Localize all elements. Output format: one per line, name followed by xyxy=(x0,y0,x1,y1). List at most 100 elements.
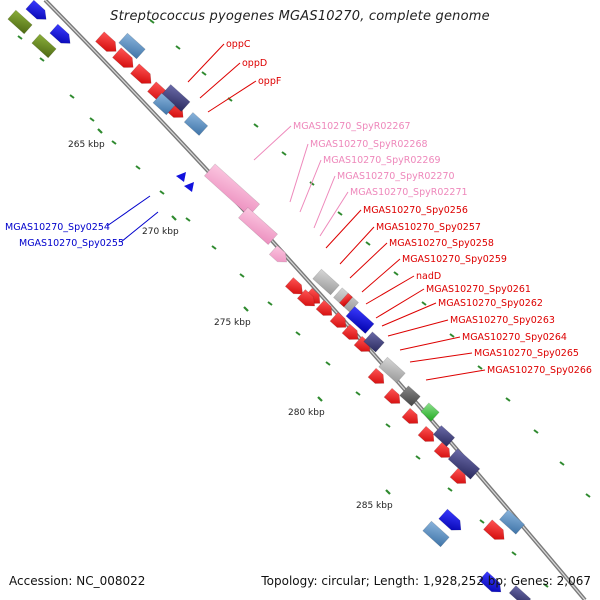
scale-tick xyxy=(447,487,453,492)
feature-red xyxy=(315,299,333,316)
feature-red xyxy=(433,441,451,458)
feature-navy xyxy=(432,425,456,447)
scale-tick xyxy=(175,45,181,50)
feature-blue xyxy=(176,172,186,182)
feature-red xyxy=(383,387,401,404)
scale-tick xyxy=(111,140,117,145)
gene-label: MGAS10270_SpyR02268 xyxy=(310,139,428,150)
scale-tick xyxy=(89,117,95,122)
gene-label: MGAS10270_Spy0259 xyxy=(402,254,507,265)
feature-red xyxy=(329,311,347,328)
gene-leader-line xyxy=(425,369,486,381)
scale-tick xyxy=(511,551,517,556)
gene-leader-line xyxy=(253,125,292,161)
feature-blue xyxy=(345,306,375,334)
gene-label: MGAS10270_Spy0258 xyxy=(389,238,494,249)
gene-leader-line xyxy=(313,175,336,229)
gene-leader-line xyxy=(339,226,375,265)
feature-red xyxy=(130,63,152,84)
feature-red xyxy=(284,277,304,295)
gene-label: MGAS10270_Spy0254 xyxy=(5,222,110,233)
scale-label: 265 kbp xyxy=(68,140,105,150)
accession-label: Accession: NC_008022 xyxy=(9,574,146,588)
scale-tick xyxy=(337,211,343,216)
scale-major-tick xyxy=(385,489,391,495)
scale-tick xyxy=(267,301,273,306)
feature-red xyxy=(483,519,505,540)
feature-red xyxy=(112,47,134,68)
scale-tick xyxy=(185,217,191,222)
feature-blue xyxy=(184,182,194,192)
gene-leader-line xyxy=(387,319,449,337)
scale-major-tick xyxy=(171,215,177,221)
scale-tick xyxy=(559,461,565,466)
scale-tick xyxy=(69,94,75,99)
feature-pink xyxy=(203,163,261,217)
feature-blue xyxy=(25,0,47,20)
scale-tick xyxy=(281,151,287,156)
scale-tick xyxy=(135,165,141,170)
feature-gray xyxy=(312,268,340,296)
gene-label: MGAS10270_Spy0264 xyxy=(462,332,567,343)
gene-label: MGAS10270_Spy0255 xyxy=(19,238,124,249)
scale-tick xyxy=(479,519,485,524)
scale-tick xyxy=(385,423,391,428)
scale-label: 285 kbp xyxy=(356,501,393,511)
scale-tick xyxy=(365,241,371,246)
feature-navy xyxy=(447,448,481,480)
gene-label: MGAS10270_Spy0265 xyxy=(474,348,579,359)
scale-tick xyxy=(159,190,165,195)
scale-major-tick xyxy=(97,128,103,134)
scale-tick xyxy=(17,35,23,40)
gene-label: MGAS10270_SpyR02269 xyxy=(323,155,441,166)
map-title: Streptococcus pyogenes MGAS10270, comple… xyxy=(110,9,490,24)
gene-label: MGAS10270_SpyR02270 xyxy=(337,171,455,182)
feature-red xyxy=(95,31,117,52)
gene-label: MGAS10270_Spy0262 xyxy=(438,298,543,309)
gene-label: MGAS10270_Spy0263 xyxy=(450,315,555,326)
scale-tick xyxy=(39,57,45,62)
genome-summary: Topology: circular; Length: 1,928,252 bp… xyxy=(261,574,591,588)
feature-blue xyxy=(478,571,502,593)
scale-label: 275 kbp xyxy=(214,318,251,328)
scale-tick xyxy=(585,493,591,498)
scale-tick xyxy=(393,271,399,276)
feature-pink xyxy=(238,206,278,246)
gene-leader-line xyxy=(289,143,309,203)
gene-label: nadD xyxy=(416,271,441,282)
scale-tick xyxy=(421,301,427,306)
gene-label: MGAS10270_Spy0261 xyxy=(426,284,531,295)
gene-label: oppD xyxy=(242,58,267,69)
feature-steel xyxy=(118,32,146,60)
feature-olive xyxy=(31,33,57,59)
feature-red xyxy=(417,425,435,442)
scale-tick xyxy=(149,19,155,24)
gene-label: oppF xyxy=(258,76,281,87)
scale-tick xyxy=(253,123,259,128)
gene-label: MGAS10270_SpyR02271 xyxy=(350,187,468,198)
gene-leader-line xyxy=(399,336,461,351)
gene-label: MGAS10270_Spy0257 xyxy=(376,222,481,233)
scale-tick xyxy=(415,455,421,460)
scale-tick xyxy=(543,583,549,588)
feature-steel xyxy=(422,520,450,548)
feature-olive xyxy=(7,9,33,35)
feature-navy xyxy=(161,84,191,112)
scale-tick xyxy=(449,333,455,338)
gene-leader-line xyxy=(325,209,362,249)
gene-label: MGAS10270_Spy0256 xyxy=(363,205,468,216)
feature-steel xyxy=(152,92,176,116)
feature-blue xyxy=(438,508,462,531)
scale-label: 280 kbp xyxy=(288,408,325,418)
gene-leader-line xyxy=(365,275,415,305)
scale-tick xyxy=(201,71,207,76)
feature-red xyxy=(401,407,419,424)
gene-leader-line xyxy=(349,242,388,279)
feature-red xyxy=(296,289,316,307)
gene-leader-line xyxy=(361,258,401,293)
feature-red xyxy=(367,367,385,384)
feature-pink xyxy=(268,245,288,263)
gene-leader-line xyxy=(375,288,425,319)
gene-label: MGAS10270_Spy0266 xyxy=(487,365,592,376)
